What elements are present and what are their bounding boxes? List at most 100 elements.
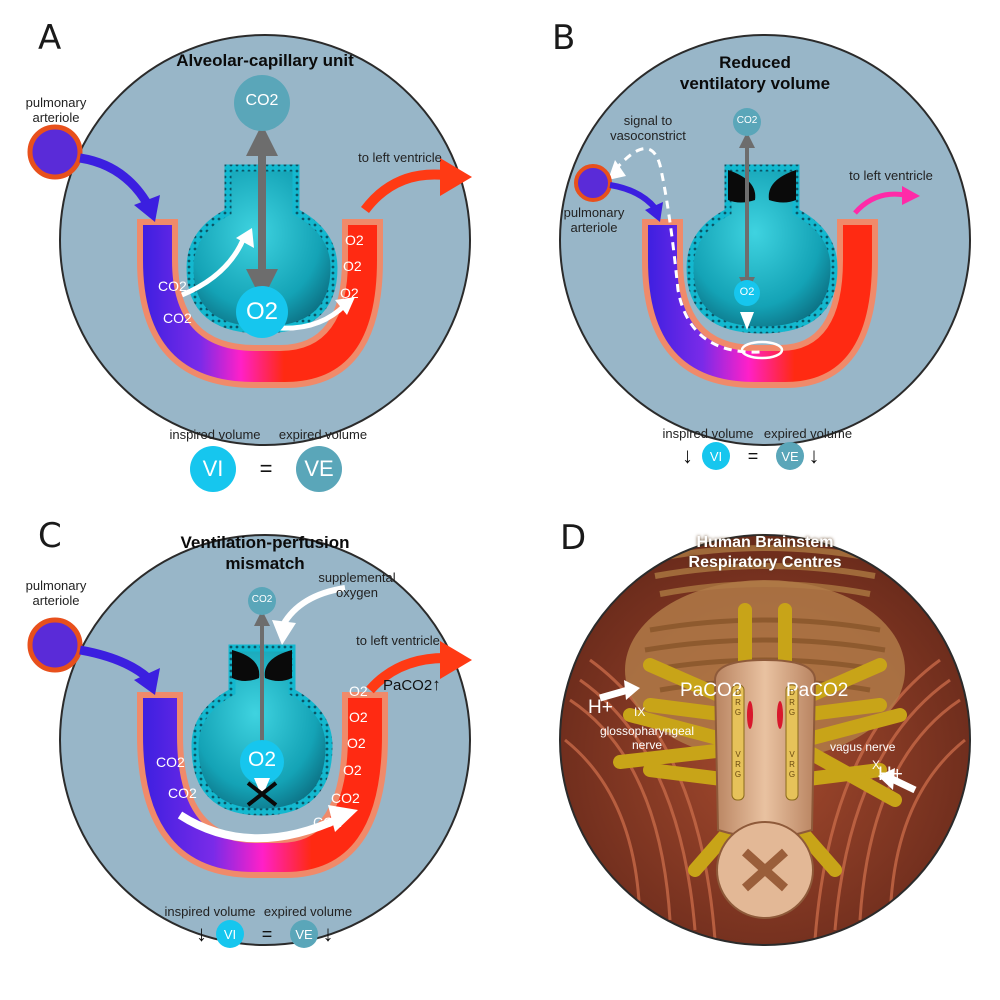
airway-constriction-right	[768, 170, 796, 203]
signal-label: signal to vasoconstrict	[610, 113, 686, 143]
o2-diffusion-arrowhead	[335, 297, 355, 315]
outgoing-blood-arrowhead	[440, 158, 472, 196]
blood-co2-label-1: CO2	[156, 754, 185, 770]
blood-co2-label-2: CO2	[168, 785, 197, 801]
vi-badge: VI	[702, 442, 730, 470]
paco2-rise: PaCO2 ↑	[383, 675, 441, 695]
co2-exhaled-label: CO2	[245, 92, 279, 109]
o2-label: O2	[739, 286, 755, 298]
panel-c-illustration	[27, 534, 472, 946]
co2-exhaled-circle	[234, 75, 290, 131]
ve-badge: VE	[296, 446, 342, 492]
pulmonary-arteriole-circle	[27, 124, 83, 180]
panel-title-line2: mismatch	[225, 554, 305, 573]
incoming-blood-arrow	[79, 153, 152, 208]
drg-left-label: DRG	[734, 688, 742, 717]
blood-o2-label-1: O2	[345, 232, 364, 248]
panel-title-line1: Ventilation-perfusion	[180, 533, 350, 552]
co2-exhaled-label: CO2	[251, 594, 273, 605]
panel-title-line2: ventilatory volume	[679, 74, 831, 93]
h-ion-left-label: H+	[588, 697, 613, 718]
inspired-decrease-arrow: ↓	[196, 921, 207, 946]
to-left-ventricle-label: to left ventricle	[356, 633, 440, 648]
reduced-o2-indicator	[740, 312, 754, 330]
shunted-blood-arrowhead	[328, 805, 358, 832]
reduced-o2-indicator	[254, 778, 270, 797]
pulmonary-arteriole-label: pulmonary arteriole	[25, 95, 87, 125]
o2-circle	[240, 740, 284, 784]
equals-sign: =	[261, 923, 273, 944]
outgoing-blood-arrow	[366, 653, 446, 694]
panel-b: B Reduced ventilatory volume signal to v…	[500, 0, 1000, 500]
airway-constriction-left	[232, 650, 260, 681]
ve-badge: VE	[776, 442, 804, 470]
drg-right-label: DRG	[788, 688, 796, 717]
panel-letter: A	[38, 18, 62, 58]
equals-sign: =	[747, 445, 759, 466]
vasoconstrict-signal-arrowhead	[608, 160, 626, 180]
paco2-left-label: PaCO2	[680, 680, 743, 701]
cranial-nerve-x-label: X	[872, 758, 881, 772]
volume-equation: VI = VE	[190, 446, 342, 492]
expired-volume-label: expired volume	[763, 426, 853, 441]
panel-title: Alveolar-capillary unit	[176, 51, 354, 70]
vagus-nerve-label: vagus nerve	[830, 740, 896, 754]
blood-co2-label-2: CO2	[163, 310, 192, 326]
capillary-vessel	[137, 219, 383, 388]
alveolus	[686, 164, 838, 334]
paco2-increase-arrow: ↑	[432, 675, 441, 694]
o2-diffusion-arrow	[279, 303, 347, 331]
blood-o2-label-1: O2	[349, 683, 368, 699]
incoming-blood-arrowhead	[645, 202, 663, 222]
panel-d: D Human Brainstem Respiratory Centres Pa…	[500, 500, 1000, 1000]
outgoing-blood-arrow	[853, 191, 906, 215]
vrg-left-label: VRG	[734, 750, 742, 779]
co2-diffusion-arrow	[181, 234, 248, 298]
co2-exhaled-circle	[733, 108, 761, 136]
blood-co2-label-4: CO2	[313, 814, 342, 830]
incoming-blood-arrowhead	[134, 195, 160, 222]
blood-o2-label-3: O2	[340, 285, 359, 301]
inspired-volume-label: inspired volume	[164, 904, 256, 919]
pulmonary-arteriole-circle	[27, 617, 83, 673]
paco2-right-label: PaCO2	[786, 680, 849, 701]
volume-equation: ↓ VI = VE ↓	[682, 442, 824, 470]
panel-title-line2: Respiratory Centres	[688, 554, 842, 571]
supplemental-oxygen-arrow	[280, 585, 346, 627]
incoming-blood-arrowhead	[134, 668, 160, 695]
capillary-vessel	[642, 219, 878, 388]
o2-label: O2	[247, 748, 276, 771]
to-left-ventricle-label: to left ventricle	[849, 168, 933, 183]
airway-constriction-right	[264, 650, 292, 681]
outgoing-blood-arrowhead	[902, 186, 920, 205]
paco2-label: PaCO2	[383, 676, 433, 694]
panel-title-line1: Reduced	[719, 53, 791, 72]
outgoing-blood-arrowhead	[440, 641, 472, 679]
vasoconstrict-signal-path	[613, 147, 761, 354]
blood-o2-label-4: O2	[343, 762, 362, 778]
vi-badge: VI	[190, 446, 236, 492]
capillary-site-marker	[740, 340, 784, 360]
blood-co2-label-3: CO2	[331, 790, 360, 806]
inspired-volume-label: inspired volume	[169, 427, 261, 442]
co2-exhaled-circle	[248, 587, 276, 615]
outgoing-blood-arrow	[361, 169, 446, 214]
supplemental-oxygen-label: supplemental oxygen	[318, 570, 396, 600]
expired-decrease-arrow: ↓	[322, 921, 334, 946]
vi-badge: VI	[216, 920, 244, 948]
blood-co2-label-1: CO2	[158, 278, 187, 294]
o2-circle	[734, 280, 760, 306]
o2-label: O2	[245, 298, 278, 325]
equals-sign: =	[259, 456, 273, 481]
inspired-decrease-arrow: ↓	[682, 443, 693, 468]
pulmonary-arteriole-circle	[574, 164, 612, 202]
panel-b-illustration	[559, 34, 971, 446]
incoming-blood-arrow	[609, 182, 658, 211]
expired-volume-label: expired volume	[278, 427, 368, 442]
shunted-blood-arrow	[177, 811, 342, 843]
o2-circle	[236, 286, 288, 338]
vrg-right-label: VRG	[788, 750, 796, 779]
supplemental-oxygen-arrowhead	[272, 620, 296, 645]
co2-diffusion-arrowhead	[236, 228, 254, 248]
blood-o2-label-2: O2	[349, 709, 368, 725]
